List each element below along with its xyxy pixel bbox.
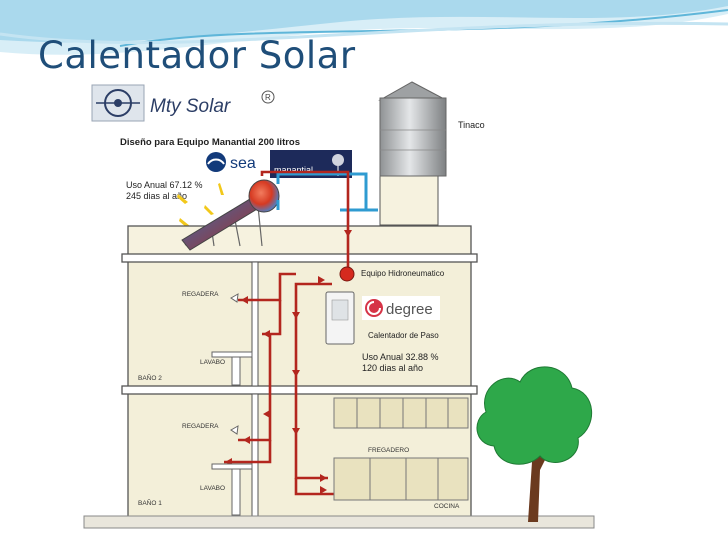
regadera-label-upper: REGADERA bbox=[182, 291, 219, 298]
kitchen-lower-cabinets bbox=[333, 457, 469, 501]
slide-title: Calentador Solar bbox=[38, 34, 356, 77]
solar-collector bbox=[181, 179, 280, 251]
lower-sink bbox=[211, 463, 253, 516]
sea-logo: sea bbox=[206, 152, 256, 172]
lavabo-label-upper: LAVABO bbox=[200, 359, 225, 366]
cocina-label: COCINA bbox=[434, 503, 460, 510]
upper-shower bbox=[230, 293, 239, 303]
sun-ray-arrows bbox=[177, 183, 224, 228]
manantial-logo-text: manantial bbox=[274, 165, 313, 175]
header-waves bbox=[0, 0, 728, 55]
sea-logo-text: sea bbox=[230, 155, 256, 172]
lavabo-label-lower: LAVABO bbox=[200, 485, 225, 492]
registered-mark: R bbox=[265, 93, 271, 102]
mty-solar-text: Mty Solar bbox=[150, 96, 231, 117]
degree-logo-text: degree bbox=[386, 301, 433, 318]
solar-usage-line1: Uso Anual 67.12 % bbox=[126, 180, 203, 190]
upper-sink bbox=[211, 351, 253, 386]
lower-shower bbox=[230, 425, 239, 435]
cold-water-pipes bbox=[276, 172, 378, 212]
bano1-label: BAÑO 1 bbox=[138, 498, 162, 507]
kitchen-upper-cabinets bbox=[333, 397, 469, 429]
heater-label: Calentador de Paso bbox=[368, 331, 439, 340]
degree-logo: degree bbox=[362, 296, 440, 320]
solar-usage-line2: 245 dias al año bbox=[126, 191, 187, 201]
water-tank-tinaco bbox=[378, 81, 447, 226]
tree bbox=[476, 366, 592, 522]
hydroneumatic-pump bbox=[339, 266, 355, 282]
design-caption: Diseño para Equipo Manantial 200 litros bbox=[120, 137, 300, 148]
bano2-label: BAÑO 2 bbox=[138, 373, 162, 382]
fregadero-label: FREGADERO bbox=[368, 447, 409, 454]
heater-usage-line1: Uso Anual 32.88 % bbox=[362, 352, 439, 362]
water-heater-unit bbox=[325, 291, 355, 345]
regadera-label-lower: REGADERA bbox=[182, 423, 219, 430]
tinaco-label: Tinaco bbox=[458, 120, 485, 130]
hydro-label: Equipo Hidroneumatico bbox=[361, 269, 445, 278]
mty-solar-logo: Mty Solar R bbox=[91, 84, 275, 122]
heater-usage-line2: 120 dias al año bbox=[362, 363, 423, 373]
